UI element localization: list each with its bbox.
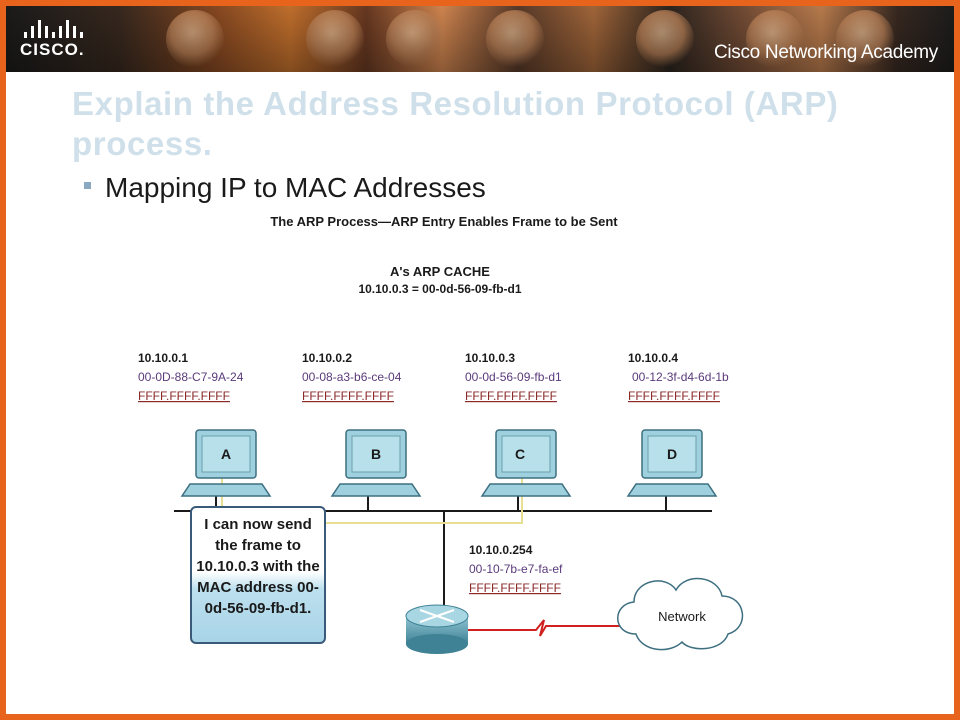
- cisco-wordmark: CISCO.: [20, 40, 85, 59]
- host-ip: 10.10.0.1: [138, 351, 188, 365]
- network-label: Network: [658, 609, 706, 624]
- host-c-info: 10.10.0.3 00-0d-56-09-fb-d1 FFFF.FFFF.FF…: [465, 351, 562, 403]
- arp-diagram: The ARP Process—ARP Entry Enables Frame …: [138, 214, 744, 654]
- arp-cache-entry: 10.10.0.3 = 00-0d-56-09-fb-d1: [358, 282, 521, 296]
- host-mac: 00-0D-88-C7-9A-24: [138, 370, 244, 384]
- router-ip: 10.10.0.254: [469, 543, 533, 557]
- banner-photo: [636, 10, 694, 68]
- network-cloud-icon: Network: [617, 577, 744, 651]
- banner-photo: [386, 10, 444, 68]
- academy-title: Cisco Networking Academy: [713, 42, 938, 63]
- host-a-info: 10.10.0.1 00-0D-88-C7-9A-24 FFFF.FFFF.FF…: [138, 351, 244, 403]
- host-broadcast: FFFF.FFFF.FFFF: [302, 389, 394, 403]
- host-ip: 10.10.0.2: [302, 351, 352, 365]
- header-banner: CISCO. Cisco Networking Academy: [6, 6, 954, 72]
- host-broadcast: FFFF.FFFF.FFFF: [465, 389, 557, 403]
- computer-label: C: [515, 446, 525, 462]
- slide-title: Explain the Address Resolution Protocol …: [72, 85, 839, 162]
- router-icon: [405, 604, 469, 654]
- computer-label: D: [667, 446, 677, 462]
- computer-label: A: [221, 446, 231, 462]
- host-broadcast: FFFF.FFFF.FFFF: [628, 389, 720, 403]
- wan-link: [468, 619, 626, 637]
- banner-photo: [166, 10, 224, 68]
- host-mac: 00-08-a3-b6-ce-04: [302, 370, 402, 384]
- host-broadcast: FFFF.FFFF.FFFF: [138, 389, 230, 403]
- computer-d-icon: D: [626, 429, 718, 497]
- host-mac: 00-12-3f-d4-6d-1b: [632, 370, 729, 384]
- computer-a-icon: A: [180, 429, 272, 497]
- bullet-text: Mapping IP to MAC Addresses: [105, 172, 486, 203]
- bullet-square-icon: [84, 182, 91, 190]
- computer-c-icon: C: [480, 429, 572, 497]
- router-info: 10.10.0.254 00-10-7b-e7-fa-ef FFFF.FFFF.…: [469, 543, 563, 595]
- banner-photo: [486, 10, 544, 68]
- arp-cache-title: A's ARP CACHE: [390, 264, 490, 279]
- router-mac: 00-10-7b-e7-fa-ef: [469, 562, 563, 576]
- computer-b-icon: B: [330, 429, 422, 497]
- host-d-info: 10.10.0.4 00-12-3f-d4-6d-1b FFFF.FFFF.FF…: [628, 351, 729, 403]
- computer-label: B: [371, 446, 381, 462]
- banner-photo: [836, 10, 894, 68]
- router-broadcast: FFFF.FFFF.FFFF: [469, 581, 561, 595]
- cisco-logo: CISCO.: [20, 18, 100, 64]
- banner-photo: [746, 10, 804, 68]
- cisco-bars-icon: [24, 18, 100, 38]
- diagram-heading: The ARP Process—ARP Entry Enables Frame …: [270, 214, 618, 229]
- banner-photo: [306, 10, 364, 68]
- host-ip: 10.10.0.4: [628, 351, 678, 365]
- callout-bubble: I can now send the frame to 10.10.0.3 wi…: [190, 506, 326, 644]
- host-b-info: 10.10.0.2 00-08-a3-b6-ce-04 FFFF.FFFF.FF…: [302, 351, 402, 403]
- bullet-item: Mapping IP to MAC Addresses: [84, 172, 486, 204]
- host-mac: 00-0d-56-09-fb-d1: [465, 370, 562, 384]
- host-ip: 10.10.0.3: [465, 351, 515, 365]
